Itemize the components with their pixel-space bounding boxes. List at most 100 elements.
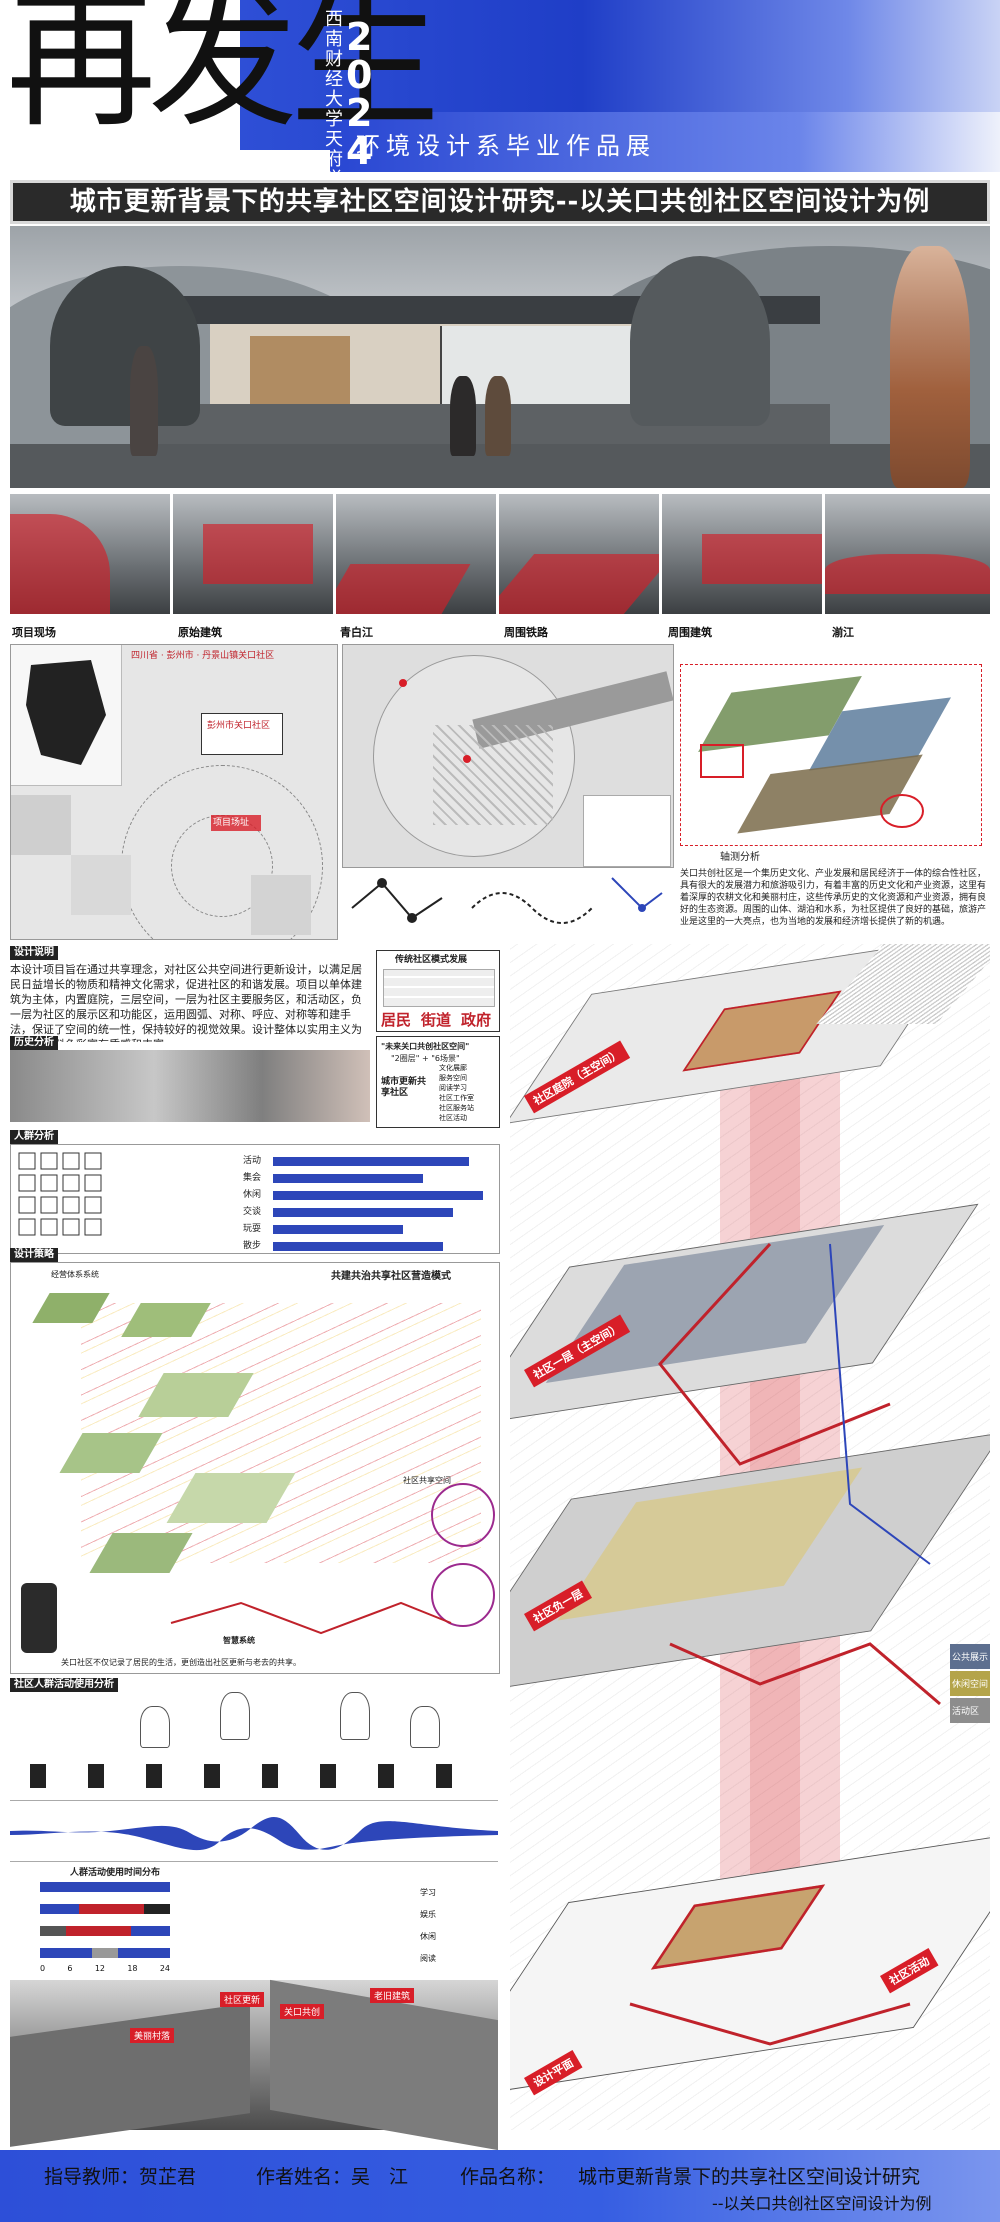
site-box-label: 项目场址 (213, 818, 250, 828)
exploded-axonometric: 公共展示 休闲空间 活动区 (510, 944, 990, 2130)
year-label: 2024 (346, 15, 373, 173)
site-photo (825, 494, 990, 614)
main-title: 再发生 (6, 0, 440, 148)
axo-description: 关口共创社区是一个集历史文化、产业发展和居民经济于一体的综合性社区，具有很大的发… (680, 869, 986, 927)
site-photo (499, 494, 659, 614)
street-tag: 关口共创 (280, 2004, 325, 2019)
axonometric-layers (680, 644, 990, 866)
crowd-icons (18, 1152, 102, 1236)
crowd-activity: 交谈 (243, 1207, 262, 1217)
photo-caption: 湔江 (832, 626, 854, 639)
legend-item: 休闲 (420, 1932, 436, 1941)
future-box-sub: "2圈层" + "6场景" (391, 1054, 460, 1063)
site-photo (173, 494, 333, 614)
legend-item: 阅读 (420, 1954, 436, 1963)
time-axis-tick: 24 (159, 1964, 170, 1973)
crowd-activity: 集会 (243, 1173, 262, 1183)
future-list-item: 社区服务站 (439, 1104, 474, 1112)
photo-caption: 周围铁路 (504, 626, 548, 639)
site-context-map (342, 644, 674, 868)
route-diagrams (351, 877, 663, 924)
future-list-item: 社区活动 (439, 1114, 467, 1122)
advisor-name: 贺芷君 (139, 2166, 197, 2188)
crowd-analysis-tag: 人群分析 (10, 1130, 58, 1144)
community-ring-icon (431, 1563, 495, 1627)
time-axis-tick: 12 (94, 1964, 105, 1973)
model-box-title: 传统社区模式发展 (395, 955, 468, 965)
poster-footer: 指导教师：贺芷君 作者姓名：吴 江 作品名称： 城市更新背景下的共享社区空间设计… (0, 2150, 1000, 2222)
work-subtitle: --以关口共创社区空间设计为例 (712, 2194, 932, 2213)
street-tag: 老旧建筑 (370, 1988, 415, 2003)
crowd-bar (273, 1225, 403, 1234)
model-word: 街道 (421, 1011, 452, 1029)
future-center-label: 城市更新共享社区 (381, 1077, 427, 1098)
future-list-item: 文化展廊 (439, 1064, 467, 1072)
advisor-label: 指导教师： (44, 2166, 140, 2188)
activity-figures (10, 1692, 498, 1802)
crowd-activity: 散步 (243, 1241, 262, 1251)
community-ring-icon (431, 1483, 495, 1547)
future-list-item: 阅读学习 (439, 1084, 467, 1092)
history-photos (10, 1050, 370, 1122)
time-axis-tick: 0 (40, 1964, 46, 1973)
photo-caption: 原始建筑 (178, 626, 222, 639)
design-strategy-panel: 经营体系系统 共建共治共享社区营造模式 社区共享空间 智慧系统 关口社区不仅记录… (10, 1262, 500, 1674)
strategy-heading: 共建共治共享社区营造模式 (331, 1271, 451, 1282)
street-photo: 社区更新 关口共创 老旧建筑 美丽村落 (10, 1979, 498, 2151)
future-box-title: "未来关口共创社区空间" (381, 1042, 470, 1051)
photo-caption: 周围建筑 (668, 626, 712, 639)
location-analysis-map: 四川省 · 彭州市 · 丹景山镇关口社区 彭州市关口社区 项目场址 (10, 644, 338, 940)
crowd-bar (273, 1157, 469, 1166)
community-ring-label: 社区共享空间 (403, 1476, 451, 1485)
street-tag: 社区更新 (220, 1992, 265, 2007)
side-legend-item: 公共展示 (950, 1644, 990, 1669)
crowd-bar (273, 1191, 483, 1200)
time-axis-tick: 6 (67, 1964, 73, 1973)
traditional-model-box: 传统社区模式发展 居民 街道 政府 (376, 950, 500, 1032)
smart-system-label: 智慧系统 (223, 1636, 255, 1645)
photo-caption: 项目现场 (12, 626, 56, 639)
photo-caption: 青白江 (340, 626, 373, 639)
future-list-item: 社区工作室 (439, 1094, 474, 1102)
strategy-top-label: 经营体系系统 (51, 1270, 99, 1279)
time-axis-tick: 18 (127, 1964, 138, 1973)
exhibition-title: 环境设计系毕业作品展 (356, 132, 656, 160)
author-label: 作者姓名： (256, 2166, 352, 2188)
street-tag: 美丽村落 (130, 2028, 175, 2043)
crowd-activity: 活动 (243, 1156, 262, 1166)
blue-brush-stroke-lower (330, 112, 1000, 172)
crowd-bar (273, 1174, 423, 1183)
future-list-item: 服务空间 (439, 1074, 467, 1082)
site-label: 四川省 · 彭州市 · 丹景山镇关口社区 (131, 651, 275, 661)
history-analysis-tag: 历史分析 (10, 1036, 58, 1050)
crowd-analysis-panel: 活动 集会 休闲 交谈 玩耍 散步 (10, 1144, 500, 1254)
time-distribution-chart: 人群活动使用时间分布 0 6 12 18 24 学习 娱乐 休闲 阅读 (10, 1866, 498, 1976)
design-description: 本设计项目旨在通过共享理念，对社区公共空间进行更新设计，以满足居民日益增长的物质… (10, 963, 362, 1042)
school-name: 西南财经大学天府学院 (325, 9, 343, 181)
side-legend-item: 休闲空间 (950, 1671, 990, 1696)
site-photo (10, 494, 170, 614)
design-description-tag: 设计说明 (10, 946, 58, 960)
hero-render-image (10, 226, 990, 488)
crowd-activity: 休闲 (243, 1190, 262, 1200)
model-word: 政府 (461, 1011, 492, 1029)
project-title-bar: 城市更新背景下的共享社区空间设计研究--以关口共创社区空间设计为例 (10, 180, 990, 224)
activity-analysis-tag: 社区人群活动使用分析 (10, 1678, 118, 1692)
work-label: 作品名称： (460, 2166, 556, 2188)
activity-waveform (10, 1800, 498, 1862)
site-photo (662, 494, 822, 614)
region-box-label: 彭州市关口社区 (207, 721, 271, 731)
crowd-bar (273, 1208, 453, 1217)
legend-item: 娱乐 (420, 1910, 436, 1919)
axo-caption: 轴测分析 (720, 852, 760, 863)
legend-item: 学习 (420, 1888, 436, 1897)
smartphone-icon (21, 1583, 57, 1653)
poster-header: 再发生 西南财经大学天府学院 2024 环境设计系毕业作品展 (0, 0, 1000, 180)
design-strategy-tag: 设计策略 (10, 1248, 58, 1262)
author-name: 吴 江 (351, 2166, 409, 2188)
strategy-bottom-text: 关口社区不仅记录了居民的生活，更创造出社区更新与老去的共享。 (61, 1658, 301, 1667)
time-chart-title: 人群活动使用时间分布 (70, 1868, 161, 1878)
work-title: 城市更新背景下的共享社区空间设计研究 (578, 2166, 921, 2188)
model-word: 居民 (381, 1011, 412, 1029)
site-photo-strip (10, 494, 990, 614)
